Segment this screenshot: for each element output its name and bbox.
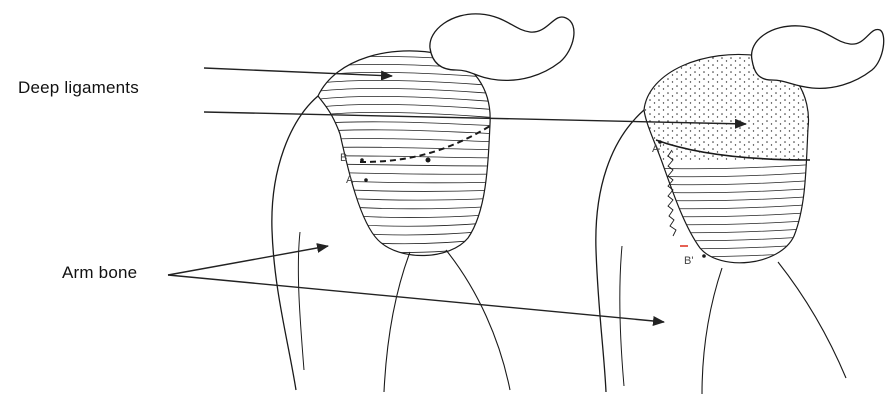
left-humerus-outline — [272, 96, 318, 390]
arm-bone-arrow-right — [168, 275, 664, 322]
left-attachment-dot — [426, 158, 431, 163]
right-shaft-line-1 — [702, 268, 722, 394]
left-shaft-line-2 — [446, 250, 510, 390]
arm-bone-arrow-left — [168, 246, 328, 275]
right-shaft-line-2 — [778, 262, 846, 378]
point-a-marker — [364, 178, 368, 182]
right-humerus-inner-line — [620, 246, 624, 386]
point-a-prime-label: A' — [652, 143, 661, 155]
point-a-label: A — [346, 174, 354, 186]
right-acromion — [752, 26, 884, 89]
deep-ligaments-arrow-left — [204, 68, 392, 76]
right-humerus-outline — [596, 110, 644, 392]
left-shoulder-drawing: B A — [272, 14, 574, 392]
left-acromion — [430, 14, 574, 81]
point-b-label: B — [340, 152, 347, 164]
left-shaft-line-1 — [384, 252, 410, 392]
point-b-prime-label: B' — [684, 255, 693, 267]
point-b-marker — [360, 158, 364, 162]
right-shoulder-drawing: A' B' — [596, 26, 884, 394]
point-b-prime-marker — [702, 254, 706, 258]
left-humerus-inner-line — [298, 232, 304, 370]
